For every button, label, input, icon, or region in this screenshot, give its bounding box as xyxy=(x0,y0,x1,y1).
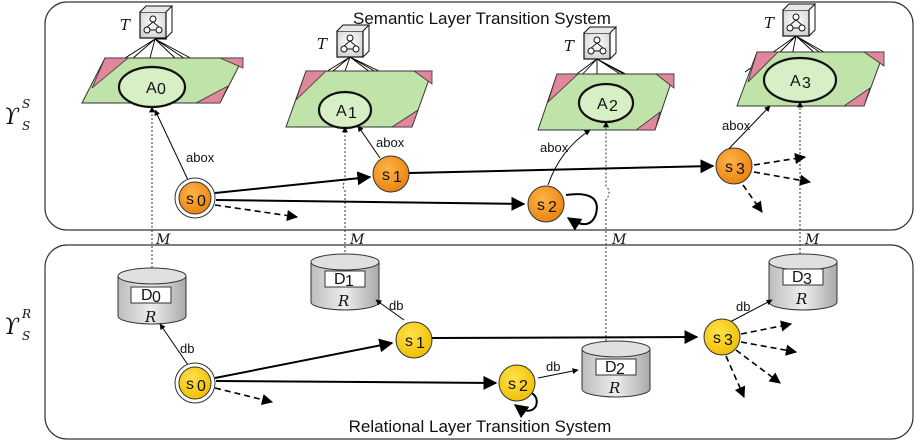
svg-text:s: s xyxy=(405,333,413,350)
semantic-state-s0: s 0 xyxy=(174,177,216,219)
svg-text:1: 1 xyxy=(416,335,425,352)
semantic-state-s2: s 2 xyxy=(527,185,565,223)
svg-text:2: 2 xyxy=(609,98,618,115)
svg-text:T: T xyxy=(764,14,775,32)
svg-text:D: D xyxy=(605,359,617,376)
svg-text:s: s xyxy=(186,376,194,393)
abox-label: abox xyxy=(376,135,405,150)
database-d3: D 3 R xyxy=(768,253,838,311)
svg-text:3: 3 xyxy=(803,271,812,288)
svg-text:S: S xyxy=(22,119,30,133)
relational-transitions xyxy=(214,320,798,419)
db-label: db xyxy=(546,359,560,374)
db-label: db xyxy=(389,298,403,313)
db-label: db xyxy=(180,341,194,356)
abox-label: abox xyxy=(540,140,569,155)
svg-text:R: R xyxy=(608,379,620,397)
svg-text:R: R xyxy=(795,290,807,308)
svg-text:ϒ: ϒ xyxy=(4,105,20,130)
relational-state-s2: s 2 xyxy=(498,364,536,402)
svg-text:D: D xyxy=(141,287,153,304)
database-d2: D 2 R xyxy=(581,340,651,398)
semantic-state-s1: s 1 xyxy=(372,155,410,193)
tbox-icon: T xyxy=(120,5,174,39)
svg-text:1: 1 xyxy=(348,105,357,122)
semantic-layer-panel xyxy=(44,1,914,231)
svg-text:S: S xyxy=(22,97,30,111)
svg-text:1: 1 xyxy=(393,169,402,186)
abox-2: A 2 xyxy=(537,58,675,131)
relational-layer-panel xyxy=(44,244,914,440)
svg-text:A: A xyxy=(146,80,157,97)
relational-state-s3: s 3 xyxy=(703,318,741,356)
db-arrows xyxy=(159,299,773,379)
tbox-icon: T xyxy=(317,24,371,58)
tbox-icon: T xyxy=(564,26,618,60)
svg-text:s: s xyxy=(382,167,390,184)
database-d0: D 0 R xyxy=(117,267,187,326)
svg-text:s: s xyxy=(725,159,733,176)
svg-text:s: s xyxy=(186,191,194,208)
svg-text:T: T xyxy=(120,16,131,34)
mapping-symbol: M xyxy=(155,232,171,248)
semantic-layer-title: Semantic Layer Transition System xyxy=(353,9,611,28)
mapping-symbol: M xyxy=(349,232,365,248)
svg-text:s: s xyxy=(537,197,545,214)
svg-text:A: A xyxy=(597,96,608,113)
mapping-symbol: M xyxy=(611,232,627,248)
svg-text:2: 2 xyxy=(519,378,528,395)
mapping-symbol: M xyxy=(804,232,820,248)
tbox-icon: T xyxy=(764,3,817,37)
svg-text:2: 2 xyxy=(548,199,557,216)
relational-layer-title: Relational Layer Transition System xyxy=(349,417,612,436)
abox-label: abox xyxy=(186,150,215,165)
svg-text:T: T xyxy=(564,37,575,55)
abox-label: abox xyxy=(722,118,751,133)
abox-3: A 3 xyxy=(736,35,885,107)
svg-text:S: S xyxy=(22,329,30,343)
abox-1: A 1 xyxy=(285,56,433,130)
svg-text:3: 3 xyxy=(802,75,811,92)
semantic-system-symbol: ϒ S S xyxy=(4,97,30,133)
database-d1: D 1 R xyxy=(310,253,380,311)
svg-text:T: T xyxy=(317,35,328,53)
svg-text:A: A xyxy=(790,73,801,90)
svg-text:s: s xyxy=(508,376,516,393)
svg-text:1: 1 xyxy=(345,273,354,290)
relational-state-s0: s 0 xyxy=(174,362,216,404)
svg-text:0: 0 xyxy=(197,193,206,210)
svg-text:s: s xyxy=(713,330,721,347)
relational-state-s1: s 1 xyxy=(395,321,433,359)
svg-text:0: 0 xyxy=(157,81,166,98)
abox-0: A 0 xyxy=(81,38,244,109)
svg-text:R: R xyxy=(21,307,31,321)
svg-text:ϒ: ϒ xyxy=(4,315,20,340)
svg-text:0: 0 xyxy=(197,378,206,395)
svg-text:0: 0 xyxy=(152,289,161,306)
relational-system-symbol: ϒ R S xyxy=(4,307,31,343)
svg-text:A: A xyxy=(336,103,347,120)
svg-text:R: R xyxy=(144,308,156,326)
db-label: db xyxy=(736,299,750,314)
svg-text:D: D xyxy=(334,271,346,288)
svg-text:3: 3 xyxy=(736,161,745,178)
svg-text:R: R xyxy=(337,292,349,310)
svg-text:2: 2 xyxy=(616,361,625,378)
semantic-transitions xyxy=(214,153,812,231)
semantic-state-s3: s 3 xyxy=(715,147,753,185)
svg-text:D: D xyxy=(792,269,804,286)
svg-text:3: 3 xyxy=(724,332,733,349)
